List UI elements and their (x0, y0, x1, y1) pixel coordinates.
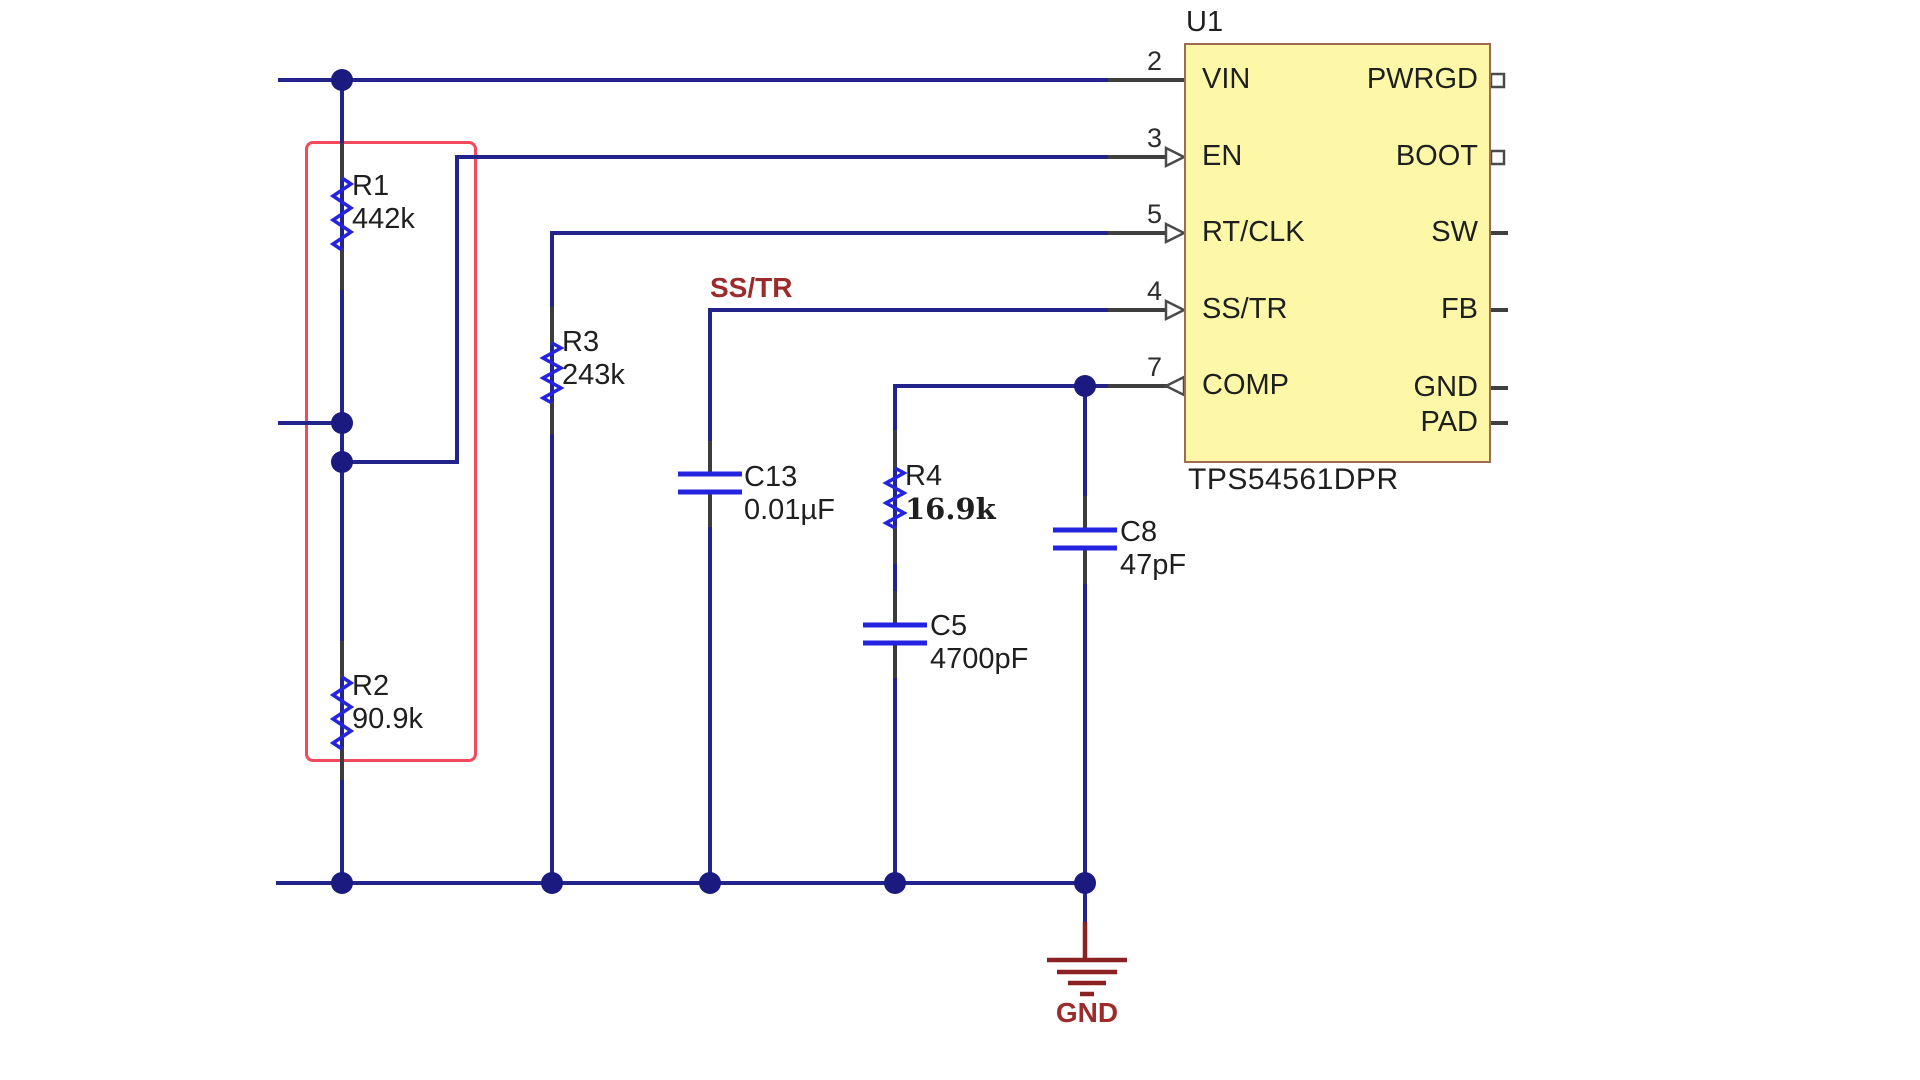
pin-name-vin: VIN (1202, 63, 1251, 95)
ic-designator: U1 (1186, 6, 1224, 38)
capacitor-c13-symbol (678, 471, 742, 495)
label-r4: R4 16.9k (905, 460, 996, 526)
ic-pin-stubs (1108, 78, 1508, 425)
label-c5-ref: C5 (930, 610, 968, 642)
capacitor-c5-symbol (863, 622, 927, 646)
net-wires (276, 78, 1114, 926)
pin-number-rtclk: 5 (1146, 199, 1162, 229)
resistor-r2-symbol (329, 675, 355, 751)
pin-name-fb: FB (1440, 293, 1478, 325)
pin-name-pad: PAD (1420, 406, 1478, 438)
ic-part-number: TPS54561DPR (1188, 463, 1399, 496)
pin-name-pwrgd: PWRGD (1366, 63, 1478, 95)
resistor-r4-symbol (882, 466, 908, 530)
pin-name-rtclk: RT/CLK (1202, 216, 1305, 248)
gnd-symbol-icon (1047, 922, 1127, 997)
pin-name-sstr: SS/TR (1202, 293, 1288, 325)
wire-sstr-net (708, 308, 1114, 885)
ic-body (1184, 43, 1491, 463)
input-triangle-rtclk (1164, 221, 1187, 245)
wire-rtclk-net (550, 231, 1114, 885)
label-r3-ref: R3 (562, 326, 600, 358)
label-r1: R1 442k (352, 170, 415, 236)
pin-name-gnd: GND (1413, 371, 1478, 403)
label-r1-value: 442k (352, 203, 415, 235)
resistor-r3-symbol (539, 341, 565, 405)
label-c13-ref: C13 (744, 461, 798, 493)
label-r3-value: 243k (562, 359, 625, 391)
label-c13-value: 0.01µF (744, 494, 835, 526)
label-r3: R3 243k (562, 326, 625, 392)
pin-number-en: 3 (1146, 123, 1162, 153)
capacitor-c8-symbol (1053, 527, 1117, 551)
label-r2-value: 90.9k (352, 703, 423, 735)
label-r2-ref: R2 (352, 670, 390, 702)
pin-name-en: EN (1202, 140, 1243, 172)
pin-square-boot (1489, 149, 1506, 166)
label-c8-value: 47pF (1120, 549, 1187, 581)
label-c8: C8 47pF (1120, 516, 1186, 582)
resistor-symbols (329, 176, 908, 751)
label-c8-ref: C8 (1120, 516, 1158, 548)
label-c5-value: 4700pF (930, 643, 1029, 675)
pin-direction-markers (1163, 72, 1506, 398)
component-leads (340, 143, 1087, 780)
input-triangle-en (1164, 145, 1187, 169)
pin-number-vin: 2 (1146, 46, 1162, 76)
wire-en-net (340, 155, 1114, 464)
pin-name-boot: BOOT (1395, 140, 1478, 172)
label-c5: C5 4700pF (930, 610, 1028, 676)
net-label-sstr: SS/TR (710, 272, 793, 303)
pin-name-comp: COMP (1202, 369, 1289, 401)
label-c13: C13 0.01µF (744, 461, 835, 527)
net-label-gnd: GND (1055, 997, 1119, 1028)
label-r1-ref: R1 (352, 170, 390, 202)
pin-square-pwrgd (1489, 72, 1506, 89)
wire-comp-net (893, 384, 1114, 885)
label-r4-value: 16.9k (905, 492, 996, 526)
resistor-r1-symbol (329, 176, 355, 252)
capacitor-symbols (678, 471, 1117, 646)
pin-number-sstr: 4 (1146, 276, 1162, 306)
junction-dots (331, 69, 1096, 894)
highlight-rectangle (305, 141, 477, 762)
output-triangle-comp (1163, 374, 1186, 398)
label-r4-ref: R4 (905, 460, 943, 492)
input-triangle-sstr (1164, 298, 1187, 322)
pin-number-comp: 7 (1146, 352, 1162, 382)
pin-name-sw: SW (1431, 216, 1478, 248)
label-r2: R2 90.9k (352, 670, 423, 736)
